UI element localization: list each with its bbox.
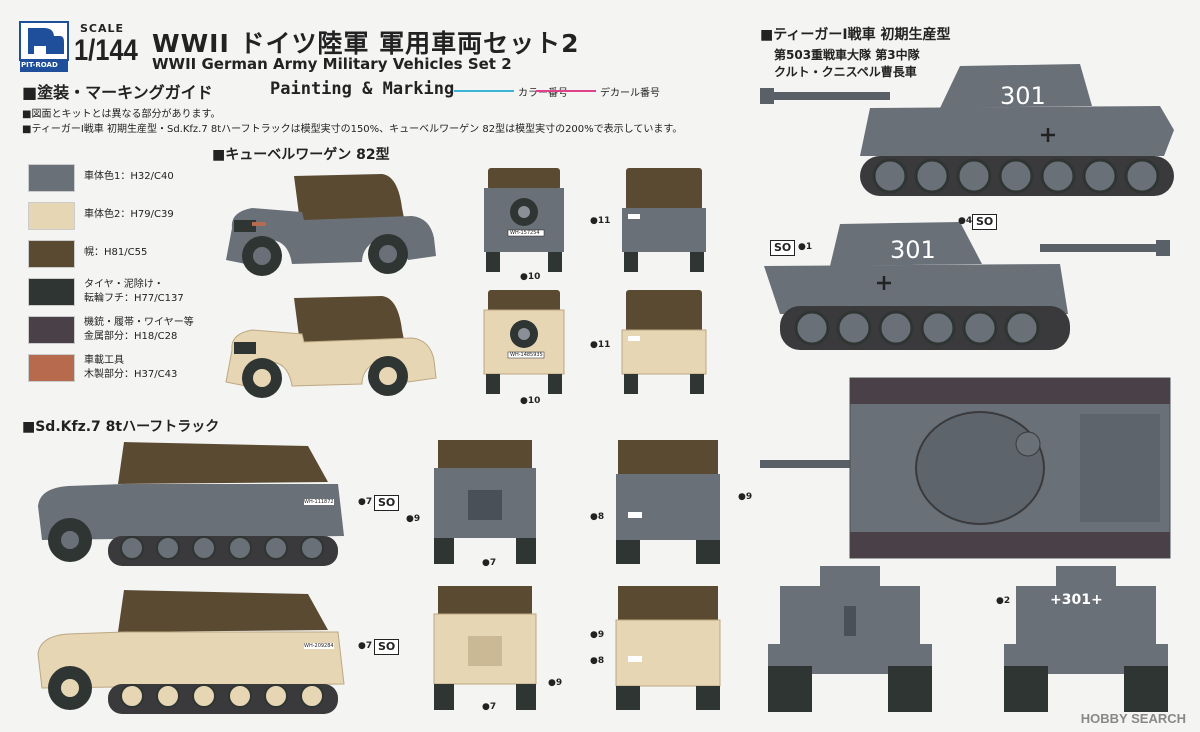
kubel-plate-grey: WH-157254 [510, 230, 540, 236]
color-swatch [28, 202, 75, 230]
legend-decal-number: デカール番号 [600, 88, 660, 99]
tiger-unit-line1: 第503重戦車大隊 第3中隊 [774, 48, 920, 62]
kubel-rear-grey [622, 168, 706, 272]
page-title: WWII ドイツ陸軍 軍用車両セット2 [152, 29, 580, 58]
halftrack-front-sand [433, 586, 537, 710]
tiger-side-right [764, 222, 1170, 350]
note-1: ■図面とキットとは異なる部分があります。 [22, 109, 221, 120]
tiger-turret-number-side-2: 301 [890, 236, 936, 264]
legend-line-decal-number [536, 90, 596, 92]
logo-text: PIT-ROAD [21, 61, 58, 69]
callout-1-tiger: ●1 [798, 242, 813, 252]
color-swatch [28, 240, 75, 268]
ht-plate-sand: WH-209284 [304, 643, 334, 649]
color-label: タイヤ・泥除け・ 転輪フチ：H77/C137 [84, 279, 184, 304]
section-title-halftrack: ■Sd.Kfz.7 8tハーフトラック [22, 419, 220, 435]
watermark: HOBBY SEARCH [1080, 711, 1186, 726]
note-2: ■ティーガーⅠ戦車 初期生産型・Sd.Kfz.7 8tハーフトラックは模型実寸の… [22, 124, 683, 135]
tiger-unit-line2: クルト・クニスペル曹長車 [774, 65, 917, 79]
pit-road-logo [19, 21, 69, 72]
halftrack-rear-sand [615, 586, 721, 710]
so-box-tiger-right: SO [972, 214, 998, 230]
callout-2-tiger: ●2 [996, 596, 1011, 606]
color-label: 車体色2：H79/C39 [84, 209, 174, 220]
halftrack-side-sand [37, 590, 345, 714]
callout-11-sand: ●11 [590, 340, 611, 350]
callout-9-ht-rear-sand: ●9 [590, 630, 605, 640]
guide-title-en: Painting & Marking [270, 79, 455, 99]
tiger-rear-view [1004, 566, 1168, 712]
callout-4-tiger: ●4 [958, 216, 973, 226]
callout-7-ht-front-sand: ●7 [482, 702, 497, 712]
tiger-front-view [768, 566, 932, 712]
tiger-turret-number-rear: +301+ [1050, 592, 1103, 608]
color-swatch [28, 278, 75, 306]
so-box-ht-sand: SO [374, 639, 400, 655]
ht-plate-grey: WH-111872 [304, 499, 334, 505]
so-box-ht-grey: SO [374, 495, 400, 511]
callout-9-ht-front-grey: ●9 [406, 514, 421, 524]
color-swatch [28, 354, 75, 382]
tiger-top-view [760, 377, 1171, 559]
halftrack-front-grey [434, 440, 536, 564]
halftrack-rear-grey [616, 440, 720, 564]
callout-9-ht-front-sand: ●9 [548, 678, 563, 688]
callout-8-ht-rear-grey: ●8 [590, 512, 605, 522]
page-subtitle: WWII German Army Military Vehicles Set 2 [152, 55, 512, 73]
kubel-side-sand [225, 296, 437, 398]
so-box-tiger-left: SO [770, 240, 796, 256]
callout-11-grey: ●11 [590, 216, 611, 226]
section-title-tiger: ■ティーガーⅠ戦車 初期生産型 [760, 27, 951, 43]
guide-title: ■塗装・マーキングガイド [22, 83, 213, 102]
legend-color-number: カラー番号 [518, 88, 568, 99]
color-label: 幌：H81/C55 [84, 247, 148, 258]
kubel-rear-sand [621, 290, 707, 394]
callout-10-sand: ●10 [520, 396, 541, 406]
callout-7-ht-grey: ●7 [358, 497, 373, 507]
color-swatch [28, 316, 75, 344]
color-label: 機銃・履帯・ワイヤー等 金属部分：H18/C28 [84, 317, 194, 342]
scale-word: SCALE [80, 22, 125, 35]
kubel-front-sand [483, 290, 565, 394]
halftrack-side-grey [38, 442, 344, 566]
callout-10-grey: ●10 [520, 272, 541, 282]
color-label: 車載工具 木製部分：H37/C43 [84, 355, 178, 380]
callout-7-ht-front-grey: ●7 [482, 558, 497, 568]
section-title-kubel: ■キューベルワーゲン 82型 [212, 147, 390, 163]
callout-7-ht-sand: ●7 [358, 641, 373, 651]
color-swatch [28, 164, 75, 192]
kubel-front-grey [484, 168, 564, 272]
callout-9-ht-rear-grey: ●9 [738, 492, 753, 502]
color-label: 車体色1：H32/C40 [84, 171, 174, 182]
tiger-turret-number-side: 301 [1000, 82, 1046, 110]
kubel-side-grey [226, 174, 436, 276]
legend-line-color-number [454, 90, 514, 92]
scale-value: 1/144 [74, 34, 138, 67]
callout-8-ht-rear-sand: ●8 [590, 656, 605, 666]
tiger-side-left [760, 64, 1174, 196]
kubel-plate-sand: WH-1485935 [510, 352, 543, 358]
